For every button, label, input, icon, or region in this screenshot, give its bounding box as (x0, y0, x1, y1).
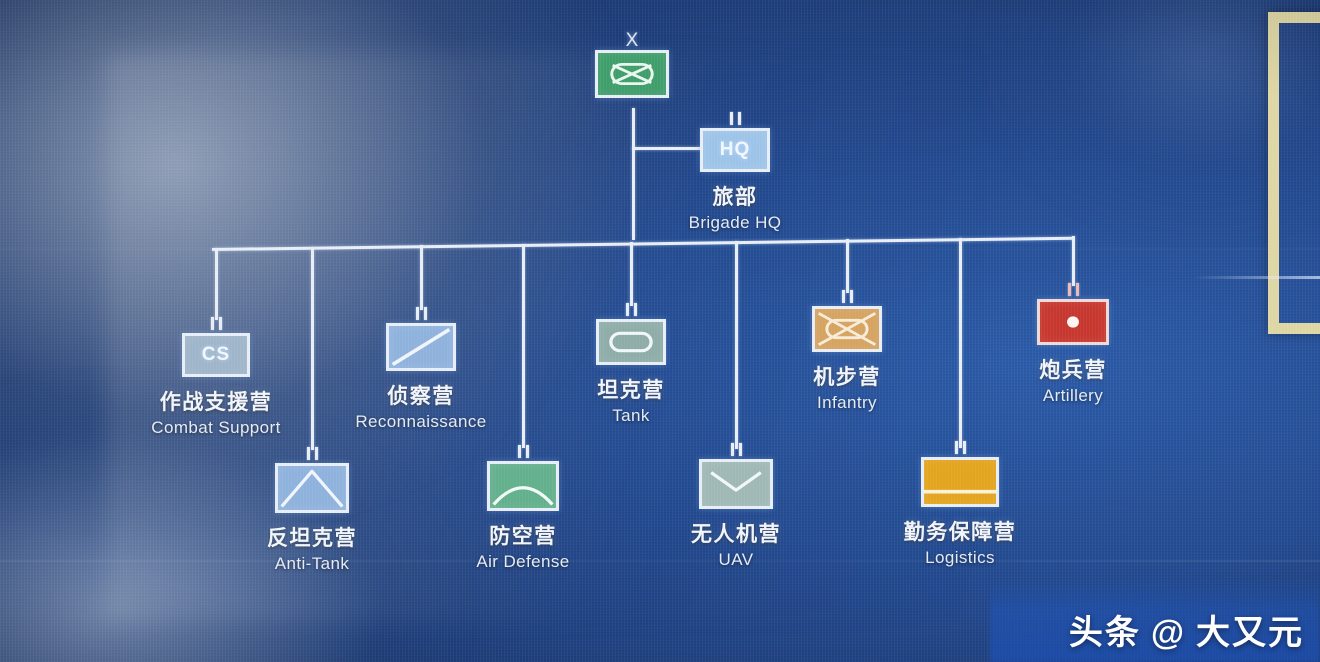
symbol-cs-text: CS (185, 336, 247, 374)
echelon-marker-uav (616, 443, 856, 456)
label-cn-infantry: 机步营 (727, 361, 967, 391)
connector-drop-tank (630, 242, 633, 306)
connector-drop-uav (735, 241, 738, 449)
connector-drop-anti-tank (311, 247, 314, 450)
watermark-backdrop (990, 576, 1320, 662)
connector-drop-infantry (846, 239, 849, 293)
echelon-marker-logistics (840, 441, 1080, 454)
label-cn-tank: 坦克营 (511, 374, 751, 404)
connector-drop-logistics (959, 238, 962, 448)
label-en-infantry: Infantry (727, 393, 967, 413)
screen-seam-lower (0, 560, 1320, 562)
symbol-anti-tank (275, 463, 349, 513)
node-artillery[interactable]: 炮兵营 Artillery (953, 283, 1193, 406)
node-uav[interactable]: 无人机营 UAV (616, 443, 856, 570)
label-cn-anti-tank: 反坦克营 (192, 522, 432, 552)
label-en-anti-tank: Anti-Tank (192, 554, 432, 574)
symbol-reconnaissance (386, 323, 456, 371)
label-cn-brigade-hq: 旅部 (615, 181, 855, 211)
node-brigade[interactable]: X (512, 31, 752, 98)
symbol-air-defense (487, 461, 559, 511)
symbol-uav (699, 459, 773, 509)
connector-drop-combat-support (215, 248, 218, 320)
symbol-armored-infantry-brigade (595, 50, 669, 98)
symbol-mechanized-infantry (812, 306, 882, 352)
node-logistics[interactable]: 勤务保障营 Logistics (840, 441, 1080, 568)
connector-brigade-to-hq (632, 147, 702, 150)
connector-drop-air-defense (522, 244, 525, 448)
connector-drop-reconnaissance (420, 245, 423, 310)
echelon-marker-anti-tank (192, 447, 432, 460)
label-cn-combat-support: 作战支援营 (96, 386, 336, 416)
echelon-marker-artillery (953, 283, 1193, 296)
connector-drop-artillery (1072, 236, 1075, 286)
screen-glare-bottom-left (0, 370, 502, 662)
label-cn-air-defense: 防空营 (403, 520, 643, 550)
node-brigade-hq[interactable]: HQ 旅部 Brigade HQ (615, 112, 855, 233)
screen-seam-upper (0, 248, 1320, 250)
gold-frame-decor (1268, 12, 1320, 334)
label-en-logistics: Logistics (840, 548, 1080, 568)
light-streak-decor (1192, 276, 1320, 279)
label-en-uav: UAV (616, 550, 856, 570)
echelon-marker-infantry (727, 290, 967, 303)
node-infantry[interactable]: 机步营 Infantry (727, 290, 967, 413)
echelon-marker-tank (511, 303, 751, 316)
echelon-marker-air-defense (403, 445, 643, 458)
symbol-hq-text: HQ (703, 131, 767, 169)
symbol-hq: HQ (700, 128, 770, 172)
echelon-marker-combat-support (96, 317, 336, 330)
label-en-combat-support: Combat Support (96, 418, 336, 438)
symbol-logistics (921, 457, 999, 507)
label-cn-uav: 无人机营 (616, 518, 856, 548)
watermark: 头条 @ 大又元 (1069, 605, 1304, 654)
symbol-tank (596, 319, 666, 365)
node-reconnaissance[interactable]: 侦察营 Reconnaissance (301, 307, 541, 432)
label-cn-reconnaissance: 侦察营 (301, 380, 541, 410)
label-cn-artillery: 炮兵营 (953, 354, 1193, 384)
label-en-artillery: Artillery (953, 386, 1193, 406)
echelon-marker-reconnaissance (301, 307, 541, 320)
symbol-combat-support: CS (182, 333, 250, 377)
connector-brigade-to-bus (632, 108, 635, 240)
watermark-username: 大又元 (1196, 614, 1304, 652)
node-anti-tank[interactable]: 反坦克营 Anti-Tank (192, 447, 432, 574)
label-en-tank: Tank (511, 406, 751, 426)
screen-glare-top-right (924, 0, 1320, 279)
echelon-marker-brigade-hq (615, 112, 855, 125)
node-tank[interactable]: 坦克营 Tank (511, 303, 751, 426)
label-en-reconnaissance: Reconnaissance (301, 412, 541, 432)
watermark-platform: 头条 (1068, 614, 1141, 652)
watermark-at-symbol: @ (1150, 614, 1186, 652)
label-en-air-defense: Air Defense (403, 552, 643, 572)
label-cn-logistics: 勤务保障营 (840, 516, 1080, 546)
node-combat-support[interactable]: CS 作战支援营 Combat Support (96, 317, 336, 438)
echelon-marker-brigade: X (512, 31, 752, 50)
label-en-brigade-hq: Brigade HQ (615, 213, 855, 233)
node-air-defense[interactable]: 防空营 Air Defense (403, 445, 643, 572)
symbol-artillery (1037, 299, 1109, 345)
